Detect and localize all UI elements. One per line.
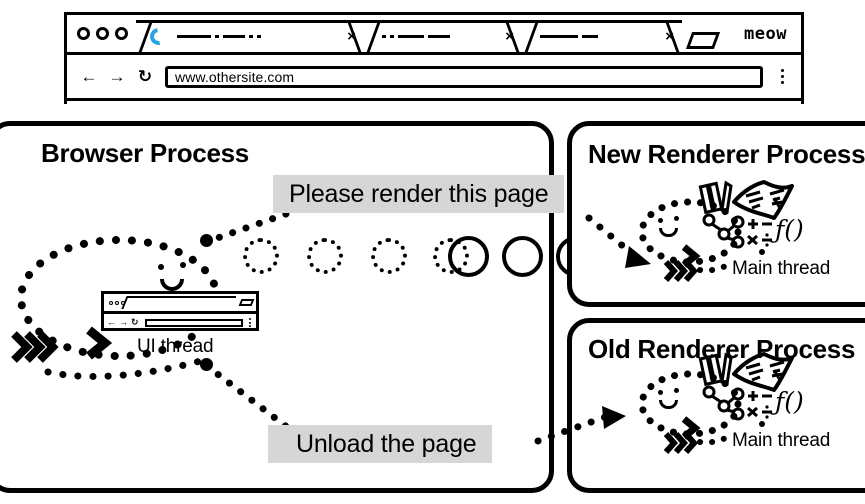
math-symbols-icon <box>747 391 772 419</box>
math-symbols-icon <box>747 219 772 247</box>
pending-task-circle-2 <box>307 238 343 274</box>
ui-thread-loop-arrow-icon <box>86 326 113 360</box>
new-renderer-panel <box>567 121 865 307</box>
dom-tree-icon <box>702 385 745 421</box>
window-dot-minimize-icon[interactable] <box>96 27 109 40</box>
old-renderer-arrow <box>534 406 626 445</box>
tab-3-close-icon[interactable]: × <box>665 28 674 45</box>
address-bar[interactable]: www.othersite.com <box>165 65 763 88</box>
new-renderer-arrow <box>585 214 651 268</box>
ui-thread-tab-icon <box>128 296 236 309</box>
new-tab-button[interactable] <box>685 31 721 49</box>
new-main-thread-work-icons: ƒ() <box>698 180 804 255</box>
old-main-thread-label: Main thread <box>732 430 831 451</box>
back-icon[interactable]: ← <box>80 67 98 86</box>
function-icon: ƒ() <box>770 215 804 244</box>
tab-1-title-placeholder <box>173 35 341 38</box>
ui-thread-motion-lines-icon <box>11 331 59 363</box>
tab-list: × × <box>136 15 734 52</box>
browser-toolbar: ← → ↻ www.othersite.com <box>67 55 801 101</box>
ui-thread-browser-icon: ← → ↻ <box>101 291 259 331</box>
tab-strip: × × <box>67 15 801 55</box>
new-renderer-title: New Renderer Process <box>588 139 865 169</box>
tab-1-close-icon[interactable]: × <box>347 28 356 45</box>
ui-thread-newtab-icon <box>238 299 255 306</box>
unload-request-connector <box>203 362 300 438</box>
svg-text:ƒ(): ƒ() <box>770 215 804 244</box>
active-task-circle-1 <box>448 236 489 277</box>
old-main-thread-work-icons: ƒ() <box>698 352 804 427</box>
render-request-label: Please render this page <box>273 175 565 213</box>
browser-window: × × <box>64 12 804 104</box>
tab-1[interactable]: × <box>136 19 364 52</box>
browser-process-title: Browser Process <box>41 138 249 168</box>
ui-thread-menu-icon <box>249 318 253 327</box>
new-main-thread-label: Main thread <box>732 258 831 279</box>
pending-task-circle-1 <box>243 238 279 274</box>
active-task-circle-2 <box>502 236 543 277</box>
new-main-thread-face <box>655 216 695 242</box>
sparkle-dot <box>759 249 765 255</box>
window-dot-maximize-icon[interactable] <box>115 27 128 40</box>
dom-tree-icon <box>702 213 745 249</box>
pending-task-circle-3 <box>371 238 407 274</box>
ui-thread-forward-icon: → <box>119 317 128 327</box>
old-renderer-panel <box>567 318 865 493</box>
old-renderer-title: Old Renderer Process <box>588 334 856 364</box>
sparkle-dot <box>759 421 765 427</box>
open-book-icon <box>732 352 794 392</box>
old-main-thread-trail-path <box>697 433 734 446</box>
ui-thread-trail-path <box>44 356 208 380</box>
tab-2-title-placeholder <box>378 35 499 38</box>
books-icon <box>698 180 733 215</box>
forward-icon[interactable]: → <box>108 67 126 86</box>
ui-thread-reload-icon: ↻ <box>131 317 139 327</box>
new-main-thread-trail-path <box>697 261 734 274</box>
unload-request-label: Unload the page <box>268 425 493 463</box>
open-book-icon <box>732 180 794 220</box>
function-icon: ƒ() <box>770 387 804 416</box>
reload-icon[interactable]: ↻ <box>137 67 153 86</box>
tab-2-close-icon[interactable]: × <box>505 28 514 45</box>
render-request-connector <box>202 210 290 246</box>
address-bar-value: www.othersite.com <box>175 68 295 85</box>
ui-thread-urlbar-icon <box>144 318 243 327</box>
new-main-thread-motion-lines-icon <box>663 260 699 282</box>
window-dot-close-icon[interactable] <box>77 27 90 40</box>
books-icon <box>698 352 733 387</box>
ui-thread-face <box>153 262 213 297</box>
old-main-thread-motion-lines-icon <box>663 432 699 454</box>
tab-3-title-placeholder <box>536 35 659 38</box>
window-controls[interactable] <box>67 27 136 40</box>
brand-label: meow <box>744 23 787 44</box>
old-main-thread-face <box>655 388 695 414</box>
menu-kebab-icon[interactable] <box>771 69 793 84</box>
ui-thread-label: UI thread <box>137 336 214 357</box>
tab-loading-spinner-icon <box>146 24 171 49</box>
tab-3[interactable]: × <box>522 19 682 52</box>
ui-thread-back-icon: ← <box>107 317 116 327</box>
svg-text:ƒ(): ƒ() <box>770 387 804 416</box>
tab-2[interactable]: × <box>364 19 522 52</box>
